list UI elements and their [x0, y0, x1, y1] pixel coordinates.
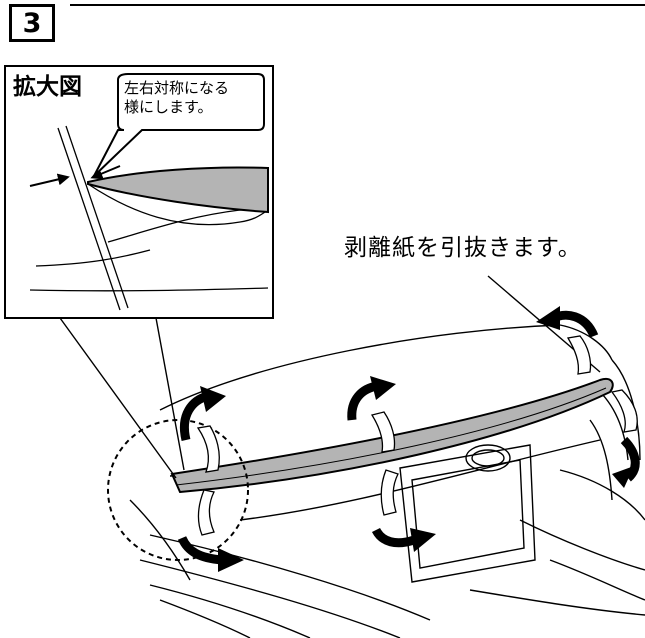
callout-bubble [93, 73, 265, 177]
zoom-inset-title: 拡大図 [13, 74, 82, 100]
header-rule [70, 4, 645, 6]
step-number: 3 [22, 7, 42, 39]
instruction-label: 剥離紙を引抜きます。 [344, 235, 582, 261]
inset-arrow-left [29, 173, 70, 187]
release-paper-tabs [196, 335, 638, 536]
zoom-leader-lines [59, 317, 185, 479]
callout-line-1: 左右対称になる [124, 79, 230, 97]
step-number-badge: 3 [9, 4, 55, 42]
inset-arrow-right [90, 165, 121, 180]
inset-spoiler [87, 166, 269, 214]
pull-arrowheads [200, 306, 634, 572]
callout-text: 左右対称になる 様にします。 [124, 79, 264, 117]
zoom-region-circle [107, 419, 249, 561]
callout-line-2: 様にします。 [124, 98, 213, 116]
inset-detail [29, 125, 269, 311]
